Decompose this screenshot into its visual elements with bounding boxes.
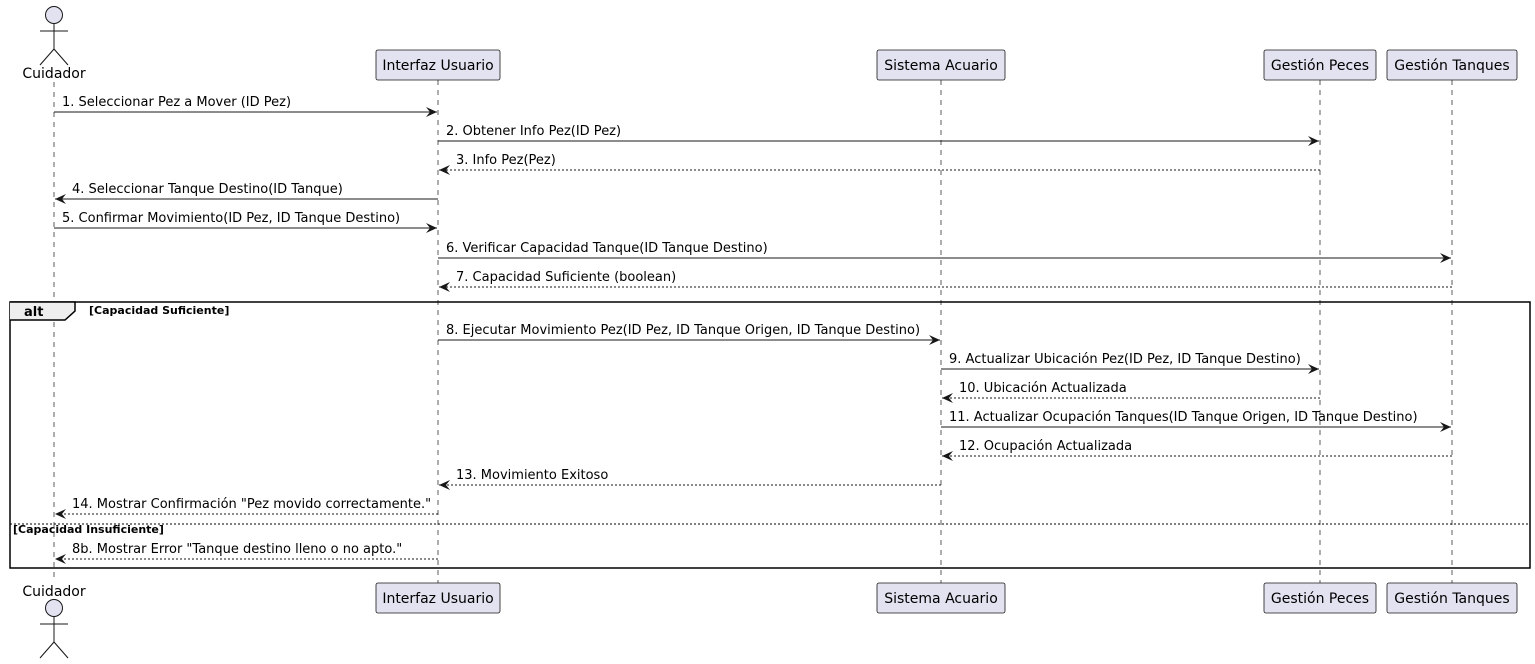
message-2: 2. Obtener Info Pez(ID Pez) (438, 124, 1319, 146)
message-3: 3. Info Pez(Pez) (439, 153, 1320, 175)
message-label: 5. Confirmar Movimiento(ID Pez, ID Tanqu… (62, 211, 400, 226)
message-label: 13. Movimiento Exitoso (456, 468, 608, 483)
participant-label: Cuidador (22, 584, 85, 600)
participant-box (1263, 582, 1377, 614)
message-1: 1. Seleccionar Pez a Mover (ID Pez) (54, 95, 437, 117)
message-label: 14. Mostrar Confirmación "Pez movido cor… (72, 497, 431, 512)
participant-label: Gestión Peces (1271, 591, 1369, 607)
participant-box (1263, 49, 1377, 81)
participant-peces-bottom: Gestión Peces (1263, 582, 1377, 614)
alt-tab (10, 301, 76, 321)
participant-label: Interfaz Usuario (382, 591, 493, 607)
participant-box (876, 582, 1006, 614)
message-label: 1. Seleccionar Pez a Mover (ID Pez) (62, 95, 291, 110)
message-label: 4. Seleccionar Tanque Destino(ID Tanque) (72, 182, 343, 197)
message-label: 7. Capacidad Suficiente (boolean) (456, 270, 676, 285)
participant-interfaz-bottom: Interfaz Usuario (375, 582, 501, 614)
participant-label: Cuidador (22, 66, 85, 82)
alt-frame-border (9, 301, 1531, 569)
participant-cuidador-top: Cuidador (22, 6, 86, 82)
alt-guard-2: [Capacidad Insuficiente] (13, 523, 164, 536)
message-label: 8b. Mostrar Error "Tanque destino lleno … (72, 542, 402, 557)
participant-interfaz-top: Interfaz Usuario (375, 49, 501, 81)
participant-label: Gestión Tanques (1394, 591, 1509, 607)
message-5: 5. Confirmar Movimiento(ID Pez, ID Tanqu… (54, 211, 437, 233)
message-4: 4. Seleccionar Tanque Destino(ID Tanque) (55, 182, 438, 204)
message-label: 11. Actualizar Ocupación Tanques(ID Tanq… (949, 410, 1418, 425)
actor-figure-icon (39, 599, 69, 659)
participant-label: Sistema Acuario (884, 591, 998, 607)
message-10: 10. Ubicación Actualizada (942, 381, 1320, 403)
participant-cuidador-bottom: Cuidador (22, 584, 86, 659)
message-label: 12. Ocupación Actualizada (959, 439, 1132, 454)
participant-sistema-top: Sistema Acuario (876, 49, 1006, 81)
participant-box (1386, 49, 1518, 81)
participant-label: Sistema Acuario (884, 58, 998, 74)
participant-box (375, 582, 501, 614)
participant-label: Interfaz Usuario (382, 58, 493, 74)
message-8: 8. Ejecutar Movimiento Pez(ID Pez, ID Ta… (438, 323, 940, 345)
message-6: 6. Verificar Capacidad Tanque(ID Tanque … (438, 241, 1451, 263)
alt-guard-1: [Capacidad Suficiente] (89, 304, 229, 317)
message-14: 14. Mostrar Confirmación "Pez movido cor… (55, 497, 438, 519)
message-label: 9. Actualizar Ubicación Pez(ID Pez, ID T… (949, 352, 1301, 367)
message-15: 8b. Mostrar Error "Tanque destino lleno … (55, 542, 438, 564)
participant-box (375, 49, 501, 81)
participant-tanques-bottom: Gestión Tanques (1386, 582, 1518, 614)
message-13: 13. Movimiento Exitoso (439, 468, 941, 490)
message-12: 12. Ocupación Actualizada (942, 439, 1452, 461)
message-label: 8. Ejecutar Movimiento Pez(ID Pez, ID Ta… (446, 323, 920, 338)
participant-box (1386, 582, 1518, 614)
participant-label: Gestión Peces (1271, 58, 1369, 74)
participant-label: Gestión Tanques (1394, 58, 1509, 74)
alt-keyword: alt (24, 305, 43, 320)
message-label: 6. Verificar Capacidad Tanque(ID Tanque … (446, 241, 768, 256)
participant-sistema-bottom: Sistema Acuario (876, 582, 1006, 614)
participant-tanques-top: Gestión Tanques (1386, 49, 1518, 81)
participant-peces-top: Gestión Peces (1263, 49, 1377, 81)
message-label: 2. Obtener Info Pez(ID Pez) (446, 124, 621, 139)
message-9: 9. Actualizar Ubicación Pez(ID Pez, ID T… (941, 352, 1319, 374)
message-7: 7. Capacidad Suficiente (boolean) (439, 270, 1452, 292)
actor-figure-icon (39, 6, 69, 66)
participant-box (876, 49, 1006, 81)
message-label: 3. Info Pez(Pez) (456, 153, 556, 168)
message-11: 11. Actualizar Ocupación Tanques(ID Tanq… (941, 410, 1451, 432)
message-label: 10. Ubicación Actualizada (959, 381, 1127, 396)
